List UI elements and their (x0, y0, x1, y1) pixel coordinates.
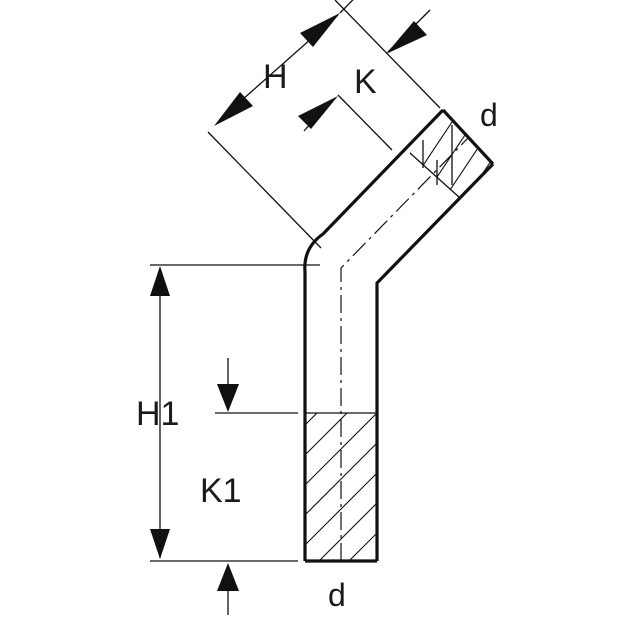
bottom-insertion-hatch (305, 413, 377, 561)
label-h: H (263, 58, 288, 96)
arrow-k-lower (298, 96, 338, 129)
arrow-k-upper (386, 21, 427, 54)
label-d-bottom: d (328, 577, 346, 613)
arrow-k1-top (217, 384, 239, 412)
arrow-k1-bottom (217, 563, 239, 591)
arrow-h1-bottom (150, 529, 170, 559)
pipe-outline-right (375, 162, 495, 561)
pipe-end-top (441, 108, 495, 166)
label-k1: K1 (200, 472, 242, 510)
label-k: K (354, 63, 377, 101)
top-insertion-hatch (410, 110, 493, 198)
label-d-top: d (480, 97, 498, 133)
arrow-h1-top (150, 266, 170, 296)
centerline (340, 136, 470, 561)
arrow-h-lower (214, 92, 253, 126)
pipe-outline-left (303, 108, 445, 561)
label-h1: H1 (136, 395, 179, 433)
arrow-h-upper (300, 13, 340, 47)
